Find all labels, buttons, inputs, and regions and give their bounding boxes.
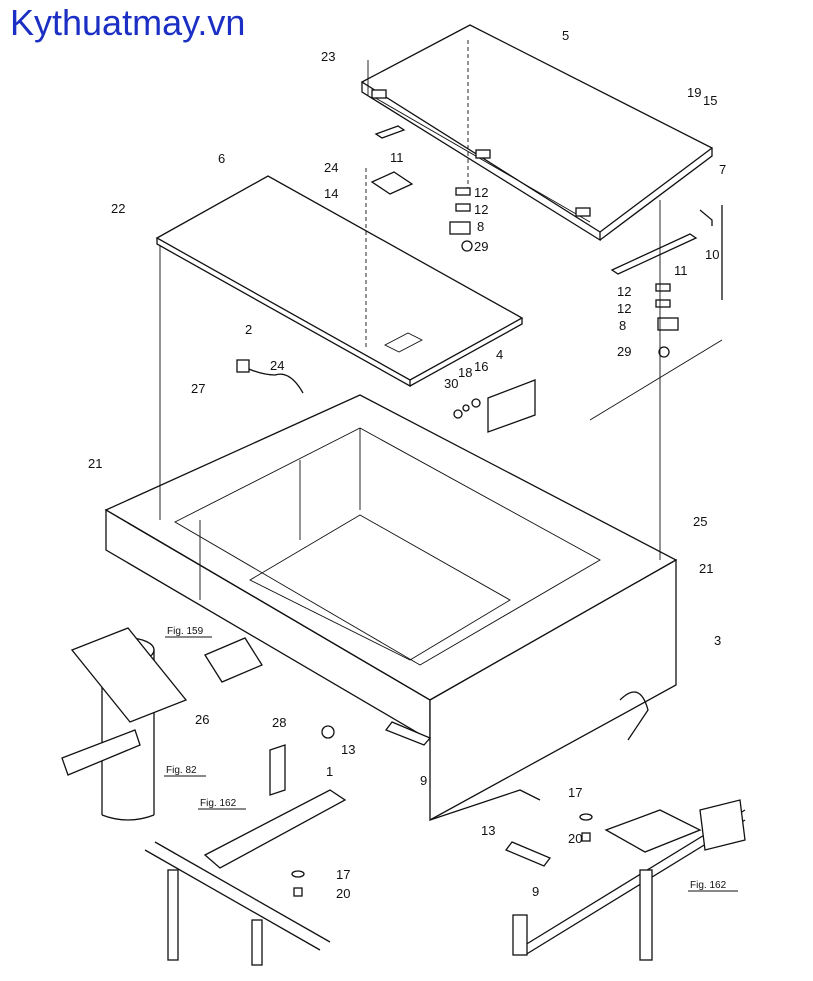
label-25: 24 — [324, 160, 338, 175]
post-assembly — [61, 627, 188, 821]
label-24a: 24 — [270, 358, 284, 373]
nut-30 — [453, 409, 463, 419]
clamp-part-1 — [321, 725, 335, 739]
bracket-part-14 — [370, 171, 414, 195]
harness-connector — [236, 359, 250, 373]
frame-part-3 — [104, 394, 678, 822]
label-30: 30 — [444, 376, 458, 391]
fig-ref-159: Fig. 159 — [167, 626, 204, 637]
washer-18 — [462, 404, 470, 412]
bolt-20a — [293, 887, 303, 897]
label-29b: 29 — [617, 344, 631, 359]
label-12d: 12 — [617, 301, 631, 316]
label-26: 26 — [195, 712, 209, 727]
label-11b: 11 — [674, 263, 688, 278]
label-5: 6 — [218, 151, 225, 166]
label-27: 27 — [191, 381, 205, 396]
label-28: 28 — [272, 715, 286, 730]
strip-part-11b — [610, 233, 698, 275]
label-9a: 9 — [420, 773, 427, 788]
label-13a: 13 — [341, 742, 355, 757]
fig-ref-162-left: Fig. 162 — [200, 798, 237, 809]
plate-part-9a — [384, 721, 432, 746]
label-20b: 20 — [336, 886, 350, 901]
plate-part-9b — [504, 841, 552, 867]
plate-12c — [455, 187, 471, 196]
clip-8b — [449, 221, 471, 235]
label-17a: 17 — [568, 785, 582, 800]
label-24b: 25 — [693, 514, 707, 529]
label-12a: 12 — [474, 185, 488, 200]
plate-12a — [655, 283, 671, 292]
label-9b: 9 — [532, 884, 539, 899]
panel-part-5 — [155, 168, 524, 388]
washer-17a — [291, 870, 305, 878]
cover-edge — [699, 209, 713, 226]
label-11a: 11 — [390, 150, 404, 165]
fig-ref-82: Fig. 82 — [166, 765, 197, 776]
label-16: 16 — [474, 359, 488, 374]
part-label-group: 23 5 19 15 7 11 6 24 14 12 12 8 29 22 10… — [88, 28, 726, 901]
label-29a: 29 — [474, 239, 488, 254]
nut-29a — [658, 346, 670, 358]
label-4: 4 — [496, 347, 503, 362]
stand-left — [144, 744, 347, 966]
label-8b: 8 — [619, 318, 626, 333]
leader-7 — [589, 339, 723, 421]
label-1: 1 — [326, 764, 333, 779]
label-19: 19 — [687, 85, 701, 100]
label-13b: 13 — [481, 823, 495, 838]
label-21a: 21 — [88, 456, 102, 471]
label-8a: 8 — [477, 219, 484, 234]
bracket-fig-159 — [204, 637, 263, 683]
clip-8a — [657, 317, 679, 331]
nut-29b — [461, 240, 473, 252]
strip-part-11a — [374, 125, 406, 139]
label-20a: 20 — [568, 831, 582, 846]
label-12b: 12 — [474, 202, 488, 217]
label-10: 10 — [705, 247, 719, 262]
plate-part-4 — [487, 379, 536, 433]
label-12c: 12 — [617, 284, 631, 299]
stand-right — [512, 799, 746, 961]
plate-12b — [655, 299, 671, 308]
label-21b: 21 — [699, 561, 713, 576]
label-15: 15 — [703, 93, 717, 108]
washer-17b — [579, 813, 593, 821]
label-2: 2 — [245, 322, 252, 337]
harness-part-2 — [239, 364, 304, 394]
label-17b: 17 — [336, 867, 350, 882]
label-6: 5 — [562, 28, 569, 43]
plate-12d — [455, 203, 471, 212]
label-23: 23 — [321, 49, 335, 64]
washer-16 — [471, 398, 481, 408]
label-3: 3 — [714, 633, 721, 648]
fig-ref-162-right: Fig. 162 — [690, 880, 727, 891]
label-14: 14 — [324, 186, 338, 201]
watermark-text: Kythuatmay.vn — [10, 2, 246, 43]
figure-ref-group: Fig. 159 Fig. 82 Fig. 162 Fig. 162 — [164, 626, 738, 892]
top-cover-part-6 — [360, 24, 714, 242]
label-7: 7 — [719, 162, 726, 177]
bolt-20b — [581, 832, 591, 842]
label-22: 22 — [111, 201, 125, 216]
label-18: 18 — [458, 365, 472, 380]
